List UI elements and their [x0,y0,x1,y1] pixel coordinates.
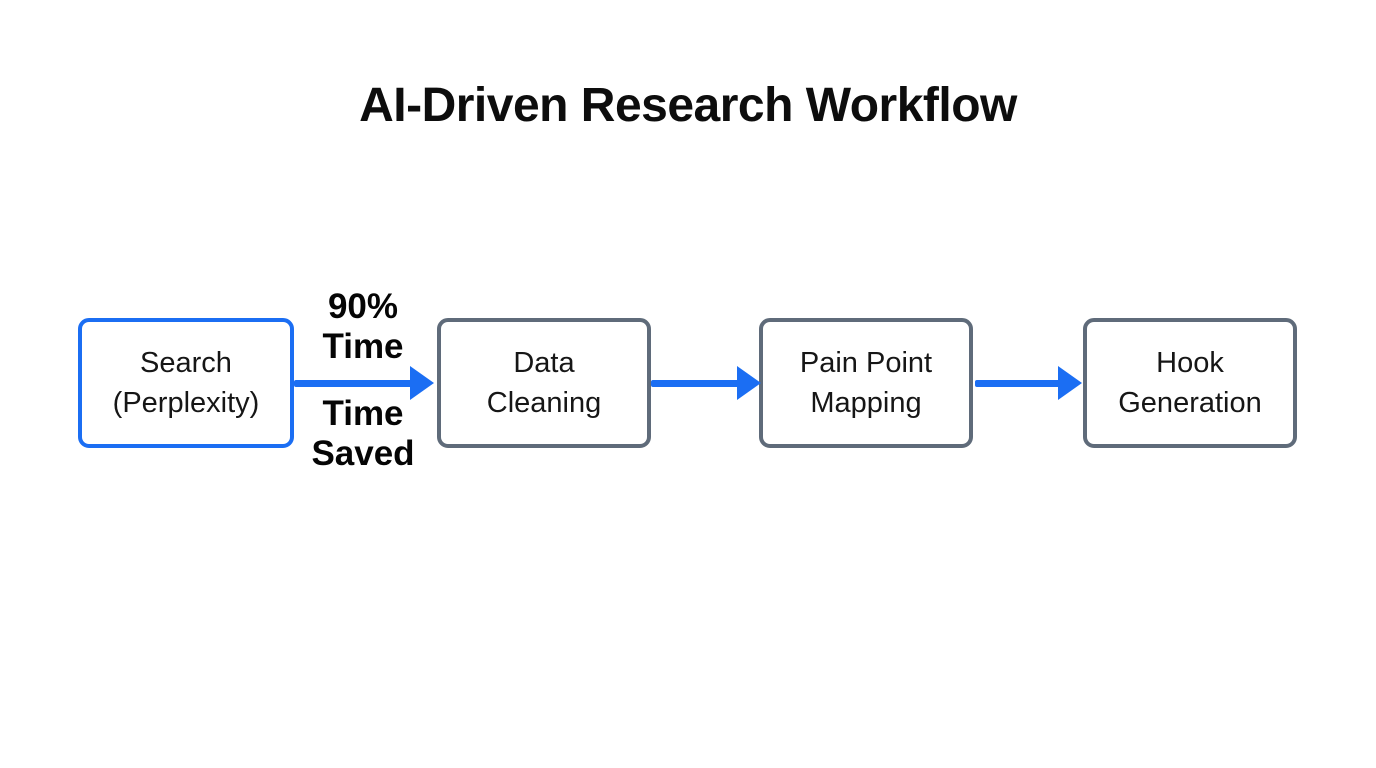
arrowhead-icon [410,366,434,400]
node-label-line: Hook [1156,347,1224,379]
flow-node-hook-generation-label: Hook Generation [1118,343,1262,423]
connector-arrow-data-cleaning-to-pain-point-mapping [651,366,761,400]
flow-node-search-label: Search (Perplexity) [113,343,260,423]
edge-label-line: Saved [311,434,415,473]
arrowhead-icon [1058,366,1082,400]
arrowhead-icon [737,366,761,400]
flow-node-pain-point-mapping: Pain Point Mapping [759,318,973,448]
node-label-line: Generation [1118,387,1262,419]
edge-label-line: 90% [327,287,399,326]
edge-label-line: Time [322,327,404,366]
node-label-line: Data [513,347,575,379]
arrow-shaft [975,379,1064,387]
node-label-line: Cleaning [486,387,602,419]
diagram-title: AI-Driven Research Workflow [359,79,1017,132]
flow-node-hook-generation: Hook Generation [1083,318,1297,448]
flow-node-pain-point-mapping-label: Pain Point Mapping [800,343,932,423]
connector-arrow-search-to-data-cleaning [294,366,434,400]
flow-node-data-cleaning: Data Cleaning [437,318,651,448]
edge-label-below-arrow: Time Saved [263,394,463,474]
arrow-shaft [294,379,416,387]
node-label-line: Pain Point [799,347,933,379]
node-label-line: (Perplexity) [112,387,260,419]
edge-label-line: Time [322,394,404,433]
flow-node-data-cleaning-label: Data Cleaning [487,343,601,423]
edge-label-above-arrow: 90% Time [263,287,463,367]
connector-arrow-pain-point-mapping-to-hook-generation [975,366,1082,400]
flow-node-search: Search (Perplexity) [78,318,294,448]
arrow-shaft [651,379,743,387]
node-label-line: Mapping [810,387,922,419]
node-label-line: Search [140,347,232,379]
